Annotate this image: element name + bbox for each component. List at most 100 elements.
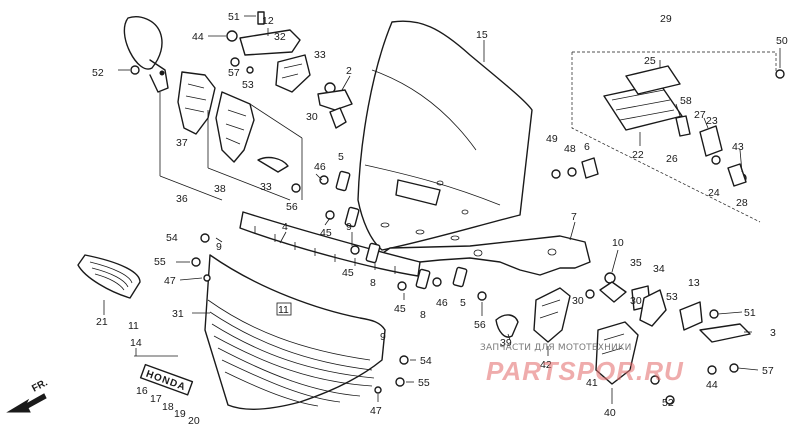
mirror-assembly bbox=[123, 16, 169, 93]
callout-26: 26 bbox=[666, 153, 678, 165]
callout-10: 10 bbox=[612, 237, 624, 249]
callout-44b: 44 bbox=[706, 379, 718, 391]
callout-29: 29 bbox=[660, 13, 672, 25]
callout-36: 36 bbox=[176, 193, 188, 205]
callout-48: 48 bbox=[564, 143, 576, 155]
callout-53: 53 bbox=[242, 79, 254, 91]
callout-32: 32 bbox=[274, 31, 286, 43]
callout-45c: 45 bbox=[394, 303, 406, 315]
callout-57b: 57 bbox=[762, 365, 774, 377]
front-cowl bbox=[204, 254, 386, 410]
callout-54b: 54 bbox=[420, 355, 432, 367]
callout-54: 54 bbox=[166, 232, 178, 244]
callout-2: 2 bbox=[346, 65, 352, 77]
right-mirror-brackets bbox=[533, 287, 639, 385]
callout-28: 28 bbox=[736, 197, 748, 209]
callout-6: 6 bbox=[584, 141, 590, 153]
callout-11: 11 bbox=[278, 304, 289, 316]
callout-49: 49 bbox=[546, 133, 558, 145]
trim-clips bbox=[335, 170, 468, 290]
callout-47: 47 bbox=[164, 275, 176, 287]
callout-8: 8 bbox=[370, 277, 376, 289]
callout-44: 44 bbox=[192, 31, 204, 43]
callout-7: 7 bbox=[571, 211, 577, 223]
callout-45b: 45 bbox=[342, 267, 354, 279]
callout-12: 12 bbox=[262, 15, 274, 27]
callout-9c: 9 bbox=[380, 331, 386, 343]
callout-40: 40 bbox=[604, 407, 616, 419]
molding-clips bbox=[254, 226, 396, 274]
callout-9b: 9 bbox=[216, 241, 222, 253]
cowl-vent-slats bbox=[207, 299, 375, 407]
watermark-text: ЗАПЧАСТИ ДЛЯ МОТОТЕХНИКИ bbox=[480, 343, 632, 353]
callout-58: 58 bbox=[680, 95, 692, 107]
callout-4: 4 bbox=[282, 221, 288, 233]
direction-label: FR. bbox=[30, 377, 50, 394]
callout-30: 30 bbox=[306, 111, 318, 123]
watermark-logo: PARTSPOR.RU bbox=[486, 356, 684, 386]
callout-30c: 30 bbox=[630, 295, 642, 307]
callout-18: 18 bbox=[162, 401, 174, 413]
callout-8b: 8 bbox=[420, 309, 426, 321]
windscreen-stay-bracket bbox=[379, 235, 591, 276]
callout-17: 17 bbox=[150, 393, 162, 405]
callout-52b: 52 bbox=[662, 397, 674, 409]
callout-39: 39 bbox=[500, 337, 512, 349]
callout-41: 41 bbox=[586, 377, 598, 389]
callout-33: 33 bbox=[314, 49, 326, 61]
callout-52: 52 bbox=[92, 67, 104, 79]
callout-9: 9 bbox=[346, 221, 352, 233]
front-direction-arrow: FR. bbox=[6, 377, 50, 413]
mirror-bracket-right bbox=[215, 91, 255, 163]
callout-labels: 51 44 12 32 33 57 53 52 2 30 37 36 38 33… bbox=[92, 11, 788, 427]
callout-51: 51 bbox=[228, 11, 240, 23]
callout-23: 23 bbox=[706, 115, 718, 127]
callout-22: 22 bbox=[632, 149, 644, 161]
meter-visor-group bbox=[571, 51, 777, 223]
watermark: ЗАПЧАСТИ ДЛЯ МОТОТЕХНИКИ PARTSPOR.RU bbox=[480, 343, 684, 386]
leader-lines bbox=[118, 15, 781, 404]
callout-42: 42 bbox=[540, 359, 552, 371]
callout-5: 5 bbox=[338, 151, 344, 163]
callout-3: 3 bbox=[770, 327, 776, 339]
callout-14: 14 bbox=[130, 337, 142, 349]
mirror-bracket-left bbox=[177, 71, 216, 135]
callout-37: 37 bbox=[176, 137, 188, 149]
fasteners bbox=[130, 11, 785, 405]
callout-11b: 11 bbox=[128, 320, 139, 332]
callout-35: 35 bbox=[630, 257, 642, 269]
callout-46b: 46 bbox=[436, 297, 448, 309]
callout-50: 50 bbox=[776, 35, 788, 47]
callout-55: 55 bbox=[154, 256, 166, 268]
callout-55b: 55 bbox=[418, 377, 430, 389]
right-mount-parts bbox=[599, 281, 751, 343]
callout-57: 57 bbox=[228, 67, 240, 79]
callout-13: 13 bbox=[688, 277, 700, 289]
callout-51b: 51 bbox=[744, 307, 756, 319]
windscreen-mount-holes bbox=[380, 180, 469, 241]
callout-24: 24 bbox=[708, 187, 720, 199]
callout-56b: 56 bbox=[474, 319, 486, 331]
callout-33b: 33 bbox=[260, 181, 272, 193]
headlight-trim bbox=[77, 254, 141, 299]
stay-rod bbox=[495, 314, 519, 338]
callout-21: 21 bbox=[96, 316, 108, 328]
windscreen bbox=[357, 20, 533, 251]
mirror-mount-bracket bbox=[239, 29, 311, 93]
callout-56: 56 bbox=[286, 201, 298, 213]
callout-47b: 47 bbox=[370, 405, 382, 417]
callout-43: 43 bbox=[732, 141, 744, 153]
callout-15: 15 bbox=[476, 29, 488, 41]
callout-16: 16 bbox=[136, 385, 148, 397]
callout-25: 25 bbox=[644, 55, 656, 67]
callout-19: 19 bbox=[174, 408, 186, 420]
callout-45: 45 bbox=[320, 227, 332, 239]
callout-34: 34 bbox=[653, 263, 665, 275]
honda-emblem: HONDA bbox=[139, 363, 194, 396]
callout-30b: 30 bbox=[572, 295, 584, 307]
callout-53b: 53 bbox=[666, 291, 678, 303]
callout-46: 46 bbox=[314, 161, 326, 173]
callout-5b: 5 bbox=[460, 297, 466, 309]
callout-38: 38 bbox=[214, 183, 226, 195]
